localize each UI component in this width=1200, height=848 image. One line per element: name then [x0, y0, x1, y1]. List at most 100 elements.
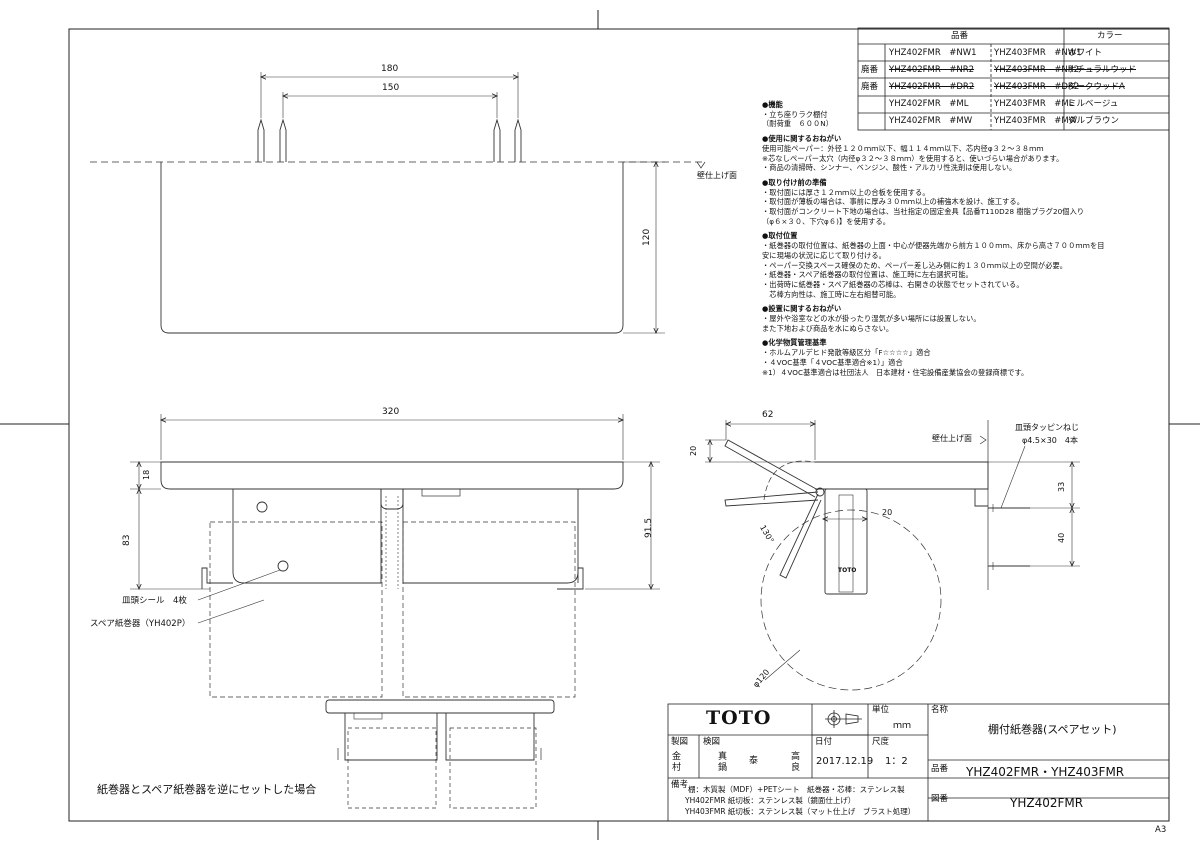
- unit-label: 単位: [872, 705, 890, 715]
- projection-symbol: [825, 710, 862, 728]
- screw-label-2: φ4.5×30 4本: [1022, 436, 1078, 445]
- note-line: ・商品の清掃時、シンナー、ベンジン、酸性・アルカリ性洗剤は使用しない。: [762, 163, 1017, 173]
- note-installation: ●設置に関するおねがい ・屋外や浴室などの水が掛ったり湿気が多い場所には設置しな…: [762, 304, 1182, 333]
- reverse-caption: 紙巻器とスペア紙巻器を逆にセットした場合: [97, 783, 317, 796]
- note-line: ・取付面には厚さ１２ｍｍ以上の合板を使用する。: [762, 187, 930, 197]
- note-line: ・出荷時に紙巻器・スペア紙巻器の芯棒は、右開きの状態でセットされている。: [762, 279, 1024, 289]
- table-cell-color: ナチュラルウッド: [1068, 65, 1137, 75]
- dim-91-5: 91.5: [644, 517, 654, 538]
- notes-block: ●機能 ・立ち座りラク棚付 （耐荷重 ６００N） ●使用に関するおねがい 使用可…: [762, 100, 1182, 382]
- note-title: ●設置に関するおねがい: [762, 304, 842, 314]
- note-title: ●取り付け前の準備: [762, 177, 827, 187]
- note-line: ・取付面がコンクリート下地の場合は、当社指定の固定金具【品番T110D28 樹脂…: [762, 207, 1085, 217]
- checker-name-1: 真鍋: [718, 752, 728, 773]
- checker-name-2: 泰: [749, 756, 759, 766]
- title-block-grid: [667, 703, 1170, 822]
- note-line: ・紙巻器・スペア紙巻器の取付位置は、施工時に左右選択可能。: [762, 270, 973, 280]
- note-title: ●機能: [762, 100, 783, 109]
- scale-label: 尺度: [872, 737, 890, 747]
- product-table-grid: [857, 27, 1170, 131]
- table-cell-no1: YHZ402FMR #NW1: [889, 48, 977, 58]
- drawing-scale: 1：2: [885, 756, 908, 767]
- note-line: ・立ち座りラク棚付: [762, 109, 828, 119]
- table-cell-no2: YHZ403FMR #NW1: [994, 48, 1082, 58]
- note-line: ※1）４VOC基準適合は社団法人 日本建材・住宅設備産業協会の登録商標です。: [762, 367, 1029, 377]
- note-line: （φ６×３０、下穴φ６)】を使用する。: [762, 216, 891, 226]
- note-line: ・取付面が薄板の場合は、事前に厚み３０ｍｍ以上の補強木を設け、施工する。: [762, 197, 1024, 207]
- check-label: 検図: [703, 737, 721, 747]
- drawing-date: 2017.12.19: [816, 756, 874, 767]
- table-cell-no2: YHZ403FMR #MW: [994, 116, 1078, 126]
- remarks-label: 備考: [671, 780, 689, 790]
- dim-320: 320: [382, 407, 400, 417]
- dim-20-left: 20: [689, 445, 698, 456]
- spare-holder-label: スペア紙巻器（YH402P）: [90, 619, 191, 629]
- note-line: （耐荷重 ６００N）: [762, 119, 834, 129]
- table-cell-color: ミルベージュ: [1068, 99, 1119, 109]
- table-cell-color: ダークウッドA: [1068, 82, 1125, 92]
- note-line: ※芯なしペーパー太穴（内径φ３２～３８ｍｍ）を使用すると、使いづらい場合がありま…: [762, 153, 1064, 163]
- dim-18: 18: [142, 469, 151, 480]
- note-title: ●取付位置: [762, 231, 798, 241]
- note-preparation: ●取り付け前の準備 ・取付面には厚さ１２ｍｍ以上の合板を使用する。 ・取付面が薄…: [762, 178, 1182, 227]
- product-name: 棚付紙巻器(スペアセット): [988, 723, 1117, 736]
- drawing-no: YHZ402FMR: [1010, 796, 1084, 810]
- note-position: ●取付位置 ・紙巻器の取付位置は、紙巻器の上面・中心が便器先端から前方１００ｍｍ…: [762, 231, 1182, 299]
- brand-logo: TOTO: [706, 707, 772, 729]
- note-line: ・紙巻器の取付位置は、紙巻器の上面・中心が便器先端から前方１００ｍｍ、床から高さ…: [762, 241, 1105, 251]
- note-line: 安に現場の状況に応じて取り付ける。: [762, 250, 886, 260]
- drawing-no-label: 図番: [931, 794, 949, 804]
- remarks-line: YH403FMR 紙切板：ステンレス製（マット仕上げ ブラスト処理）: [685, 807, 916, 816]
- holder-brand-mark: TOTO: [838, 567, 857, 574]
- table-cell-prefix: 廃番: [861, 82, 879, 92]
- table-cell-color: ホワイト: [1068, 48, 1103, 58]
- dim-180: 180: [381, 64, 399, 74]
- name-label: 名称: [931, 705, 949, 715]
- table-cell-no2: YHZ403FMR #NR2: [994, 65, 1080, 75]
- note-line: ・屋外や浴室などの水が掛ったり湿気が多い場所には設置しない。: [762, 314, 981, 324]
- note-function: ●機能 ・立ち座りラク棚付 （耐荷重 ６００N）: [762, 100, 1182, 129]
- shelf-board: [160, 461, 624, 490]
- remarks-line: YH402FMR 紙切板：ステンレス製（鏡面仕上げ）: [685, 796, 856, 805]
- note-title: ●化学物質管理基準: [762, 338, 827, 348]
- table-header-color: カラー: [1097, 31, 1123, 41]
- front-view: [130, 414, 660, 698]
- wall-finish-label-top: 壁仕上げ面: [697, 171, 737, 180]
- table-cell-prefix: 廃番: [861, 65, 879, 75]
- screw-label-1: 皿頭タッピンねじ: [1015, 423, 1079, 432]
- center-marks: [0, 10, 1200, 840]
- note-line: 使用可能ペーパー：外径１２０ｍｍ以下、幅１１４ｍｍ以下、芯内径φ３２～３８ｍｍ: [762, 143, 1044, 153]
- dim-33: 33: [1057, 481, 1066, 492]
- note-line: ・ペーパー交換スペース確保のため、ペーパー差し込み側に約１３０ｍｍ以上の空間が必…: [762, 260, 1068, 270]
- table-header-part-no: 品番: [951, 31, 969, 41]
- remarks-line: 棚：木質製（MDF）+PETシート 紙巻器・芯棒：ステンレス製: [688, 785, 905, 794]
- table-cell-no1: YHZ402FMR #DR2: [889, 82, 975, 92]
- top-view: [90, 72, 706, 333]
- made-label: 製図: [671, 737, 689, 747]
- dim-150: 150: [382, 83, 400, 93]
- dim-120: 120: [642, 228, 652, 246]
- unit-value: ｍｍ: [893, 721, 912, 731]
- drafter-name: 金村: [672, 752, 682, 773]
- table-cell-no1: YHZ402FMR #ML: [889, 99, 969, 109]
- part-label: 品番: [931, 764, 949, 774]
- seal-label: 皿頭シール 4枚: [122, 596, 187, 606]
- dim-20-mid: 20: [882, 508, 893, 517]
- sheet-size-label: A3: [1155, 825, 1167, 835]
- note-usage: ●使用に関するおねがい 使用可能ペーパー：外径１２０ｍｍ以下、幅１１４ｍｍ以下、…: [762, 134, 1182, 173]
- part-value: YHZ402FMR・YHZ403FMR: [966, 765, 1125, 779]
- note-line: ・４VOC基準「４VOC基準適合※1）」適合: [762, 357, 903, 367]
- table-cell-no2: YHZ403FMR #DR2: [994, 82, 1080, 92]
- table-cell-no1: YHZ402FMR #NR2: [889, 65, 975, 75]
- checker-name-3: 高良: [791, 752, 801, 773]
- wall-finish-label-side: 壁仕上げ面: [932, 434, 972, 443]
- fixing-pins: [257, 118, 522, 162]
- table-cell-no2: YHZ403FMR #ML: [994, 99, 1074, 109]
- note-chemical: ●化学物質管理基準 ・ホルムアルデヒド発散等級区分「F☆☆☆☆」適合 ・４VOC…: [762, 338, 1182, 377]
- date-label: 日付: [815, 737, 833, 747]
- note-line: ・ホルムアルデヒド発散等級区分「F☆☆☆☆」適合: [762, 348, 931, 358]
- dim-83: 83: [122, 534, 132, 546]
- reversed-view: [325, 699, 555, 809]
- dim-62: 62: [762, 410, 774, 420]
